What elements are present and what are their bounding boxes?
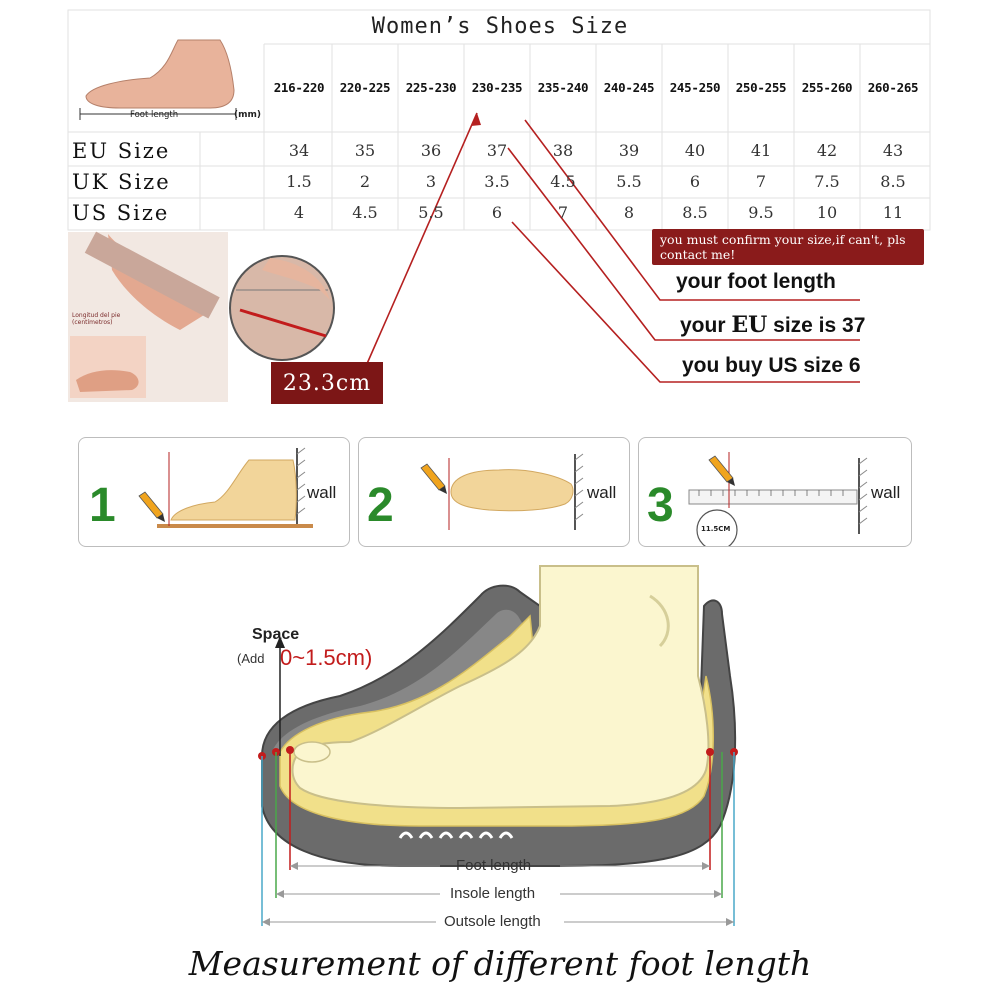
foot-length-measure-label: Foot length (456, 857, 532, 874)
size-cell: 5.5 (418, 203, 444, 222)
size-cell: 1.5 (286, 172, 312, 191)
add-label: (Add (237, 651, 265, 666)
mm-range-cell: 245-250 (669, 80, 721, 95)
size-cell: 7 (557, 203, 569, 222)
unit-label: (mm) (234, 110, 261, 120)
diagram-caption: Measurement of different foot length (188, 944, 812, 983)
size-cell: 3 (425, 172, 437, 191)
wall-label-3: wall (871, 483, 901, 502)
callout-foot-length: your foot length (676, 270, 836, 293)
size-cell: 37 (486, 141, 508, 160)
size-cell: 2 (359, 172, 371, 191)
size-cell: 10 (816, 203, 838, 222)
size-chart-title: Women’s Shoes Size (371, 14, 629, 39)
mm-range-cell: 216-220 (273, 80, 325, 95)
add-range-label: 0~1.5cm) (280, 645, 373, 670)
step-3-illustration (688, 452, 868, 546)
mm-range-row: 216-220 220-225 225-230 230-235 235-240 … (266, 80, 926, 98)
step-number-3: 3 (647, 479, 674, 532)
size-cell: 4 (293, 203, 305, 222)
size-cell: 36 (420, 141, 442, 160)
size-cell: 43 (882, 141, 904, 160)
size-confirm-note: you must confirm your size,if can't, pls… (652, 229, 924, 265)
size-cell: 8.5 (880, 172, 906, 191)
step-panel-1: 1 wall (78, 437, 350, 547)
size-cell: 41 (750, 141, 772, 160)
step-panel-2: 2 wall (358, 437, 630, 547)
size-cell: 3.5 (484, 172, 510, 191)
insole-length-label: Insole length (450, 885, 536, 902)
step-1-illustration (138, 447, 313, 528)
shoe-diagram (258, 565, 738, 926)
uk-size-row: UK Size 1.5 2 3 3.5 4.5 5.5 6 7 7.5 8.5 (72, 168, 906, 196)
size-cell: 34 (288, 141, 310, 160)
ruler-ticks (698, 490, 844, 496)
foot-illustration-top (79, 39, 237, 120)
ruler-photo-caption: Longitud del pie (centímetros) (72, 312, 121, 326)
size-cell: 11 (882, 203, 904, 222)
size-cell: 7.5 (814, 172, 840, 191)
us-size-row: US Size 4 4.5 5.5 6 7 8 8.5 9.5 10 11 (72, 199, 903, 227)
size-table-grid (67, 9, 931, 402)
row-label: EU Size (72, 139, 171, 163)
size-cell: 42 (816, 141, 838, 160)
foot-shape (291, 565, 710, 810)
size-cell: 35 (354, 141, 376, 160)
foot-length-label: Foot length (130, 110, 179, 120)
wall-label-2: wall (587, 483, 617, 502)
size-cell: 5.5 (616, 172, 642, 191)
wall-label-1: wall (307, 483, 337, 502)
size-cell: 4.5 (352, 203, 378, 222)
pointer-line-foot-length (524, 119, 860, 301)
size-cell: 38 (552, 141, 574, 160)
eu-size-row: EU Size 34 35 36 37 38 39 40 41 42 43 (72, 137, 903, 165)
mm-range-cell: 255-260 (801, 80, 853, 95)
ruler-zoom (229, 255, 335, 361)
size-cell: 8.5 (682, 203, 708, 222)
mm-range-cell: 220-225 (339, 80, 391, 95)
size-cell: 40 (684, 141, 706, 160)
size-cell: 9.5 (748, 203, 774, 222)
row-label: UK Size (72, 170, 171, 194)
mm-range-cell: 260-265 (867, 80, 919, 95)
pointer-line-measure (365, 112, 478, 367)
mm-range-cell: 230-235 (471, 80, 523, 95)
measurement-example-badge: 23.3cm (271, 362, 383, 404)
size-cell: 39 (618, 141, 640, 160)
callout-eu-size: your EU size is 37 (680, 312, 866, 338)
sole-grooves (398, 831, 514, 839)
mm-range-cell: 225-230 (405, 80, 457, 95)
step-number-1: 1 (89, 479, 116, 532)
mm-range-cell: 235-240 (537, 80, 589, 95)
step-2-illustration (420, 453, 584, 530)
callout-us-size: you buy US size 6 (682, 354, 861, 377)
size-cell: 8 (623, 203, 635, 222)
ruler-reading: 11.5CM (701, 525, 731, 533)
outsole-length-label: Outsole length (444, 913, 541, 930)
mm-range-cell: 250-255 (735, 80, 787, 95)
mm-range-cell: 240-245 (603, 80, 655, 95)
size-cell: 4.5 (550, 172, 576, 191)
size-cell: 7 (755, 172, 767, 191)
step-number-2: 2 (367, 479, 394, 532)
step-panel-3: 11.5CM 3 wall (638, 437, 912, 547)
space-label: Space (252, 626, 300, 643)
size-cell: 6 (491, 203, 503, 222)
size-cell: 6 (689, 172, 701, 191)
pointer-line-us (511, 221, 860, 383)
row-label: US Size (72, 201, 170, 225)
pointer-line-eu (507, 147, 860, 341)
ruler-photo (68, 231, 228, 402)
